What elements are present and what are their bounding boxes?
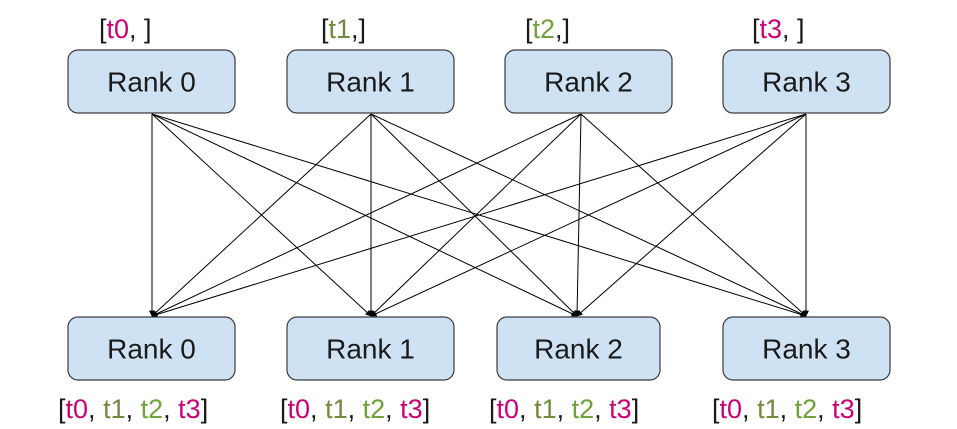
bottom-rank-0-output-list: [t0, t1, t2, t3] <box>58 394 208 424</box>
top-rank-1-box-label: Rank 1 <box>326 67 415 98</box>
bottom-rank-3-output-list: [t0, t1, t2, t3] <box>712 394 862 424</box>
edge-rank3-to-rank1 <box>370 113 807 317</box>
edge-rank1-to-rank2 <box>370 113 578 317</box>
bottom-rank-row: Rank 0 [t0, t1, t2, t3] Rank 1 [t0, t1, t2,… <box>58 316 891 424</box>
bottom-rank-0-box-label: Rank 0 <box>107 334 196 365</box>
edge-rank3-to-rank0 <box>151 113 807 318</box>
bottom-rank-0-box: Rank 0 <box>67 316 236 381</box>
top-rank-1-box: Rank 1 <box>286 49 455 114</box>
bottom-rank-2-box-label: Rank 2 <box>534 334 623 365</box>
bottom-rank-2-output-list: [t0, t1, t2, t3] <box>489 394 639 424</box>
top-rank-0-input-list: [t0, ] <box>99 14 152 44</box>
edge-rank2-to-rank3 <box>580 113 807 317</box>
top-rank-row: Rank 0 [t0, ] Rank 1 [t1,] Rank 2 [t2,] Rank 3… <box>67 14 891 114</box>
edges-layer <box>149 113 809 318</box>
edge-rank0-to-rank2 <box>151 113 578 317</box>
edge-rank2-to-rank2 <box>574 113 582 317</box>
top-rank-2-box: Rank 2 <box>504 49 673 114</box>
edge-rank2-to-rank0 <box>151 113 582 317</box>
top-rank-0-box-rect <box>67 49 236 114</box>
top-rank-3-input-list: [t3, ] <box>752 14 805 44</box>
bottom-rank-0-box-rect <box>67 316 236 381</box>
edge-rank3-to-rank2 <box>576 113 807 317</box>
bottom-rank-3-box: Rank 3 <box>722 316 891 381</box>
top-rank-3-box: Rank 3 <box>722 49 891 114</box>
top-rank-0-box: Rank 0 <box>67 49 236 114</box>
top-rank-2-box-rect <box>504 49 673 114</box>
edge-rank2-to-rank1 <box>370 113 582 317</box>
top-rank-3-box-rect <box>722 49 891 114</box>
bottom-rank-2-box: Rank 2 <box>496 316 661 381</box>
bottom-rank-1-box: Rank 1 <box>286 316 455 381</box>
bottom-rank-2-box-rect <box>496 316 661 381</box>
top-rank-1-input-list: [t1,] <box>321 14 366 44</box>
bottom-rank-3-box-rect <box>722 316 891 381</box>
edge-rank1-to-rank0 <box>151 113 372 317</box>
top-rank-0-box-label: Rank 0 <box>107 67 196 98</box>
bottom-rank-3-box-label: Rank 3 <box>762 334 851 365</box>
top-rank-2-box-label: Rank 2 <box>544 67 633 98</box>
bottom-rank-1-output-list: [t0, t1, t2, t3] <box>280 394 430 424</box>
bottom-rank-1-box-label: Rank 1 <box>326 334 415 365</box>
bottom-rank-1-box-rect <box>286 316 455 381</box>
top-rank-1-box-rect <box>286 49 455 114</box>
top-rank-3-box-label: Rank 3 <box>762 67 851 98</box>
top-rank-2-input-list: [t2,] <box>525 14 570 44</box>
